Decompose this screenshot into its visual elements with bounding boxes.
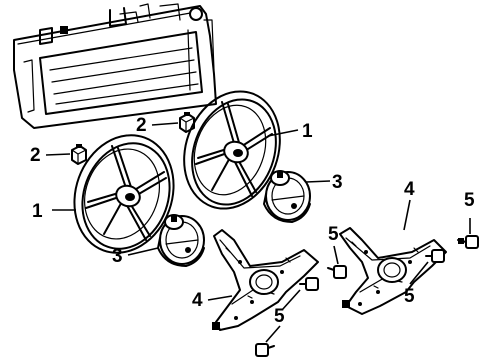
- callout-fan-left: 1: [32, 201, 43, 222]
- fan-motor-left: [157, 214, 205, 267]
- callout-bolt-mid: 5: [328, 224, 339, 245]
- leader-lines: [45, 122, 471, 343]
- nut-top: [179, 112, 195, 133]
- callout-motor-right: 3: [332, 172, 343, 193]
- radiator-support-frame: [13, 3, 217, 129]
- motor-bracket-right: [339, 227, 447, 315]
- callout-nut-top: 2: [136, 115, 147, 136]
- callout-bolt-left-bottom: 5: [274, 306, 285, 327]
- callout-bolt-right-bottom: 5: [404, 286, 415, 307]
- fan-motor-right: [263, 170, 311, 223]
- callout-fan-right: 1: [302, 121, 313, 142]
- callout-bolt-far-right: 5: [464, 190, 475, 211]
- bolt-left-bottom: [299, 277, 319, 291]
- callout-labels: 1 1 2 2 3 3 4 4 5 5 5 5: [30, 115, 475, 327]
- callout-bracket-left: 4: [192, 290, 203, 311]
- bolt-far-right: [457, 235, 479, 249]
- bolt-mid: [327, 265, 347, 279]
- motor-bracket-left: [212, 229, 319, 331]
- bolt-right-bottom: [425, 249, 445, 263]
- fan-blade-right: [183, 90, 281, 210]
- fan-blade-left: [73, 134, 175, 254]
- callout-nut-left: 2: [30, 145, 41, 166]
- callout-bracket-right: 4: [404, 179, 415, 200]
- bolt-bottom: [255, 343, 275, 357]
- nut-left: [71, 144, 87, 165]
- callout-motor-left: 3: [112, 246, 123, 267]
